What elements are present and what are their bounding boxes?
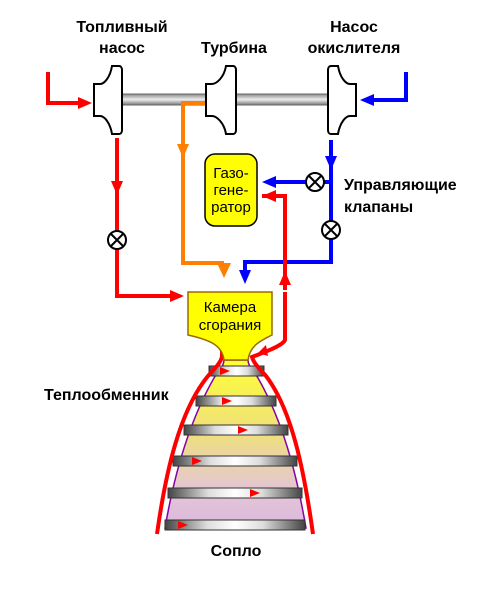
gas-generator-label-line2: гене-: [213, 182, 248, 199]
oxidizer-pump: [327, 65, 357, 135]
exhaust-arrow-down: [177, 144, 189, 158]
combustion-chamber: [187, 291, 273, 361]
cooling-band: [164, 519, 306, 531]
oxidizer-pump-label-line1: Насос: [330, 19, 378, 36]
coolant-flow-arrows: [178, 367, 260, 529]
gas-generator-label-line3: ратор: [211, 199, 251, 216]
oxidizer-main-line: [243, 140, 333, 274]
fuel-return-arrow-up: [279, 271, 291, 285]
coolant-arrow: [178, 521, 188, 529]
heat-exchanger-label: Теплообменник: [44, 387, 170, 404]
chamber-label-line2: сгорания: [199, 317, 261, 334]
fuel-arrow-chamber: [170, 290, 184, 302]
fuel-pump: [93, 65, 123, 135]
oxidizer-generator-valve: [305, 172, 325, 192]
exhaust-arrow-chamber: [217, 263, 231, 278]
coolant-arrow: [250, 489, 260, 497]
nozzle-label: Сопло: [211, 543, 262, 560]
fuel-valve: [107, 230, 127, 250]
oxidizer-generator-arrow: [262, 176, 276, 188]
gas-generator-label-line1: Газо-: [213, 165, 249, 182]
turbine-label: Турбина: [201, 40, 267, 57]
fuel-pump-label-line2: насос: [99, 40, 145, 57]
oxidizer-arrow-down: [325, 156, 337, 170]
turbine-exhaust-line: [181, 101, 224, 265]
cooling-band: [183, 424, 289, 436]
cooling-band: [172, 455, 298, 467]
oxidizer-arrow-chamber: [239, 270, 251, 284]
oxidizer-inlet-arrow: [360, 94, 374, 106]
cooling-band: [195, 395, 277, 407]
coolant-arrow: [220, 367, 230, 375]
fuel-generator-arrow: [262, 190, 276, 202]
nozzle-body: [164, 359, 307, 529]
fuel-inlet-line: [46, 72, 82, 105]
coolant-arrow: [222, 397, 232, 405]
control-valves-label-line1: Управляющие: [344, 177, 457, 194]
heat-exchanger-contour-right: [249, 292, 315, 535]
cooling-bands: [164, 365, 306, 531]
oxidizer-inlet-line: [368, 72, 408, 102]
fuel-inlet-arrow: [78, 97, 92, 109]
oxidizer-pump-label-line2: окислителя: [308, 40, 401, 57]
fuel-to-generator-line: [262, 194, 287, 290]
cooling-band: [167, 487, 303, 499]
fuel-pump-label-line1: Топливный: [76, 19, 167, 36]
heat-exchanger-contour: [155, 350, 224, 535]
oxidizer-main-valve: [321, 220, 341, 240]
turbine: [205, 65, 237, 135]
control-valves-label-line2: клапаны: [344, 199, 413, 216]
gas-generator: [204, 153, 258, 227]
chamber-label-line1: Камера: [204, 299, 257, 316]
coolant-arrow: [238, 426, 248, 434]
coolant-arrow: [192, 457, 202, 465]
heat-exchanger-arrow: [258, 345, 268, 356]
fuel-main-line: [115, 138, 180, 298]
fuel-arrow-down: [111, 181, 123, 195]
